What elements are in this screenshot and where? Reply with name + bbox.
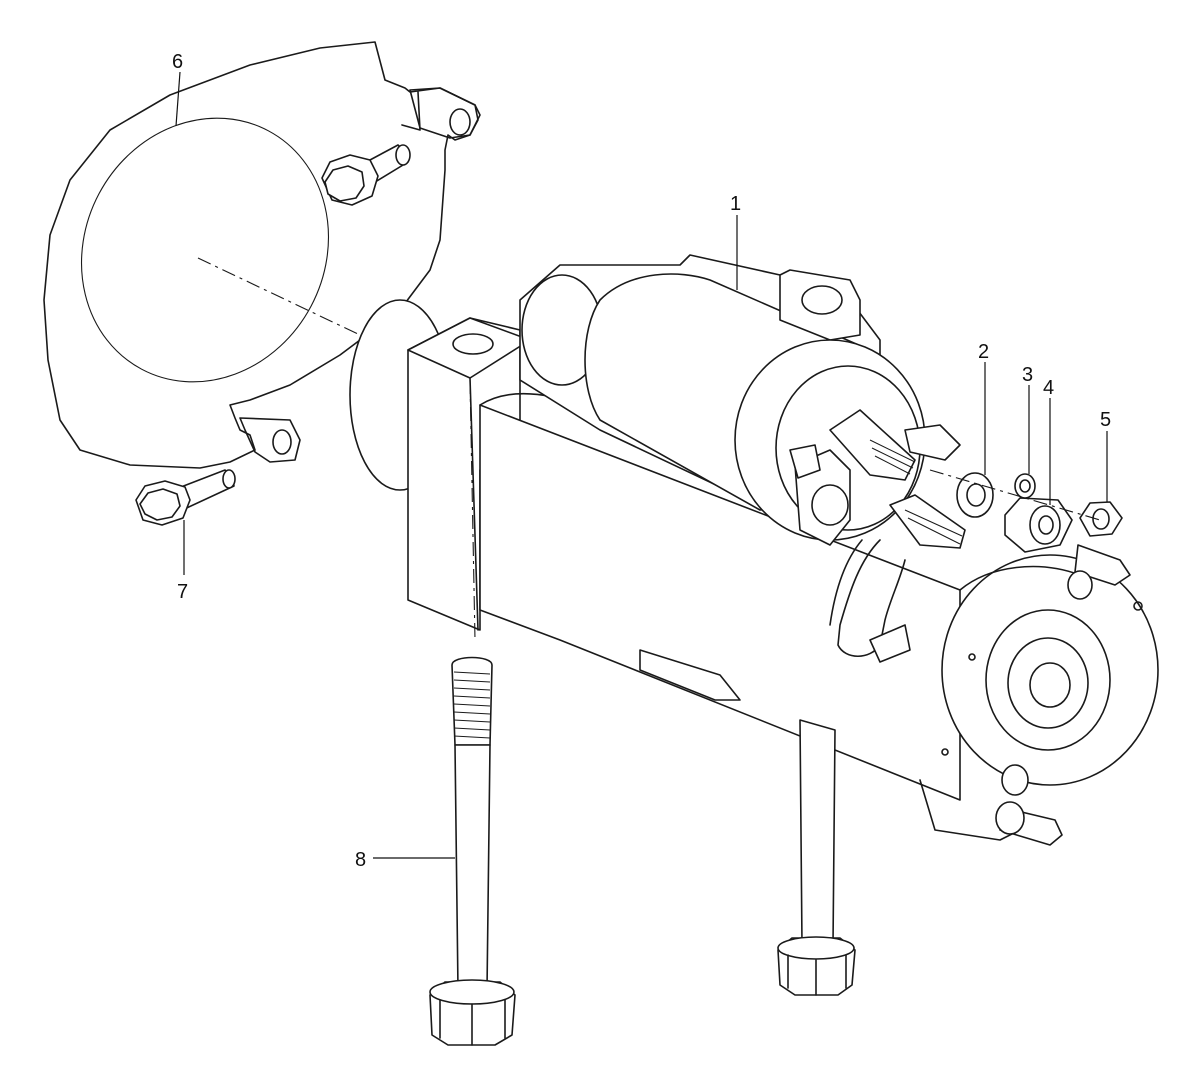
callout-6: 6: [172, 51, 183, 73]
part-nut-4: [1004, 497, 1073, 553]
centerline-terminal: [929, 469, 1101, 521]
part-mounting-bolt-8: [429, 379, 516, 1046]
callout-1: 1: [730, 193, 741, 215]
callout-7: 7: [177, 581, 188, 603]
leader-lines: [175, 71, 1108, 859]
part-lock-washer-3: [1014, 473, 1036, 499]
callout-3: 3: [1022, 364, 1033, 386]
part-starter-motor: [349, 254, 1159, 846]
part-bolt-upper: [321, 144, 411, 206]
part-flange-bolt-7: [135, 469, 236, 526]
callout-2: 2: [978, 341, 989, 363]
centerline-shield: [197, 257, 361, 336]
callout-4: 4: [1043, 377, 1054, 399]
part-washer-2: [956, 472, 994, 518]
callout-8: 8: [355, 849, 366, 871]
part-terminal-nut-5: [1079, 501, 1123, 537]
callout-5: 5: [1100, 409, 1111, 431]
part-heat-shield: [43, 41, 481, 469]
part-mounting-bolt-second: [777, 719, 856, 996]
